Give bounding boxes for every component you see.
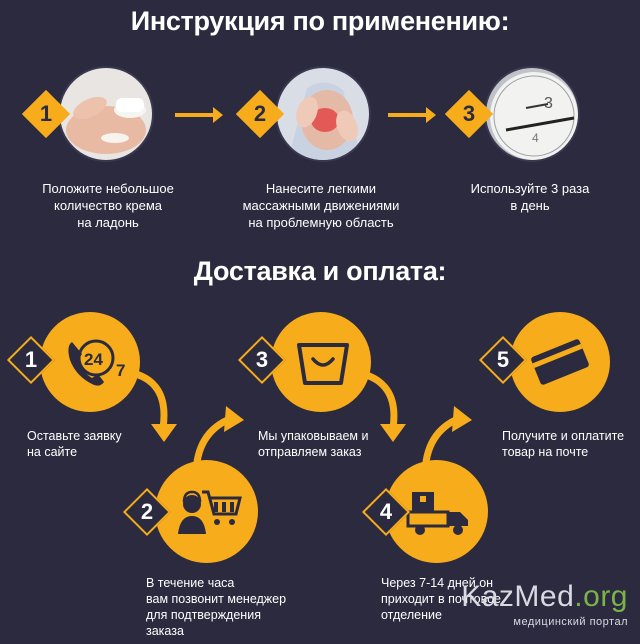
- delivery-step-2-line-1: В течение часа: [146, 576, 235, 590]
- delivery-step-2-line-3: для подтверждения: [146, 608, 261, 622]
- watermark-name-a: KazMed: [461, 580, 575, 613]
- watermark-subtitle: медицинский портал: [513, 616, 628, 628]
- delivery-step-1-line-1: Оставьте заявку: [27, 429, 122, 443]
- usage-step-2-line-2: массажными движениями: [242, 198, 400, 213]
- usage-step-3-number: 3: [462, 101, 476, 126]
- icon-label-7: 7: [116, 361, 125, 380]
- delivery-step-2-number: 2: [140, 499, 154, 524]
- icon-label-24: 24: [84, 350, 103, 369]
- usage-step-2-line-3: на проблемную область: [248, 215, 394, 230]
- delivery-step-4-text: Через 7-14 дней он приходит в почтовое о…: [381, 575, 531, 623]
- payment-card-icon: [531, 339, 589, 385]
- knee-massage-photo: [275, 66, 371, 162]
- delivery-step-3-number: 3: [255, 347, 269, 372]
- usage-step-2-text: Нанесите легкими массажными движениями н…: [226, 180, 416, 231]
- shopping-bag-icon: [297, 343, 349, 385]
- delivery-step-1-number: 1: [24, 347, 38, 372]
- delivery-step-1-line-2: на сайте: [27, 445, 78, 459]
- usage-step-1-line-1: Положите небольшое: [42, 181, 174, 196]
- delivery-step-1-text: Оставьте заявку на сайте: [27, 428, 177, 460]
- usage-arrow-2-3: [388, 107, 436, 123]
- usage-step-1-line-2: количество крема: [54, 198, 162, 213]
- clock-photo: 3 4: [484, 66, 580, 162]
- watermark-name-b: .org: [574, 580, 628, 613]
- delivery-step-2-circle: [155, 460, 258, 563]
- delivery-step-5-number: 5: [496, 347, 510, 372]
- delivery-step-3-line-2: отправляем заказ: [258, 445, 362, 459]
- operator-cart-icon: [178, 490, 242, 534]
- usage-step-3-line-2: в день: [510, 198, 550, 213]
- kazmed-watermark: KazMed.org: [461, 580, 628, 614]
- usage-step-1-line-3: на ладонь: [77, 215, 139, 230]
- flow-arrow-1-2-head: [151, 424, 177, 442]
- delivery-step-2-line-2: вам позвонит менеджер: [146, 592, 287, 606]
- usage-step-3-text: Используйте 3 раза в день: [440, 180, 620, 214]
- delivery-step-4-line-2: приходит в почтовое: [381, 592, 501, 606]
- usage-step-3-line-1: Используйте 3 раза: [470, 181, 590, 196]
- delivery-step-4-number: 4: [379, 499, 393, 524]
- delivery-step-2-line-4: заказа: [146, 624, 184, 638]
- usage-step-2-line-1: Нанесите легкими: [265, 181, 377, 196]
- usage-step-2-number: 2: [253, 101, 267, 126]
- phone-24-7-icon: 24 7: [68, 339, 125, 386]
- svg-text:4: 4: [532, 131, 539, 145]
- flow-arrow-2-3-head: [224, 406, 244, 432]
- usage-title: Инструкция по применению:: [130, 6, 510, 36]
- svg-text:3: 3: [544, 95, 553, 112]
- delivery-step-1-circle: [40, 312, 140, 412]
- flow-arrow-4-5-head: [452, 406, 472, 432]
- delivery-step-5-line-2: товар на почте: [502, 445, 589, 459]
- delivery-step-5-text: Получите и оплатите товар на почте: [502, 428, 637, 460]
- delivery-step-3-text: Мы упаковываем и отправляем заказ: [258, 428, 418, 460]
- delivery-step-4-line-3: отделение: [381, 608, 442, 622]
- delivery-title: Доставка и оплата:: [193, 256, 447, 286]
- usage-step-1-number: 1: [39, 101, 53, 126]
- flow-arrow-3-4-head: [380, 424, 406, 442]
- delivery-step-5-line-1: Получите и оплатите: [502, 429, 625, 443]
- delivery-truck-icon: [406, 492, 468, 535]
- delivery-step-4-line-1: Через 7-14 дней он: [381, 576, 494, 590]
- usage-step-1-text: Положите небольшое количество крема на л…: [16, 180, 200, 231]
- delivery-step-2-text: В течение часа вам позвонит менеджер для…: [146, 575, 321, 639]
- delivery-step-3-line-1: Мы упаковываем и: [258, 429, 369, 443]
- cream-in-palm-photo: [58, 66, 154, 162]
- usage-arrow-1-2: [175, 107, 223, 123]
- delivery-step-3-circle: [271, 312, 371, 412]
